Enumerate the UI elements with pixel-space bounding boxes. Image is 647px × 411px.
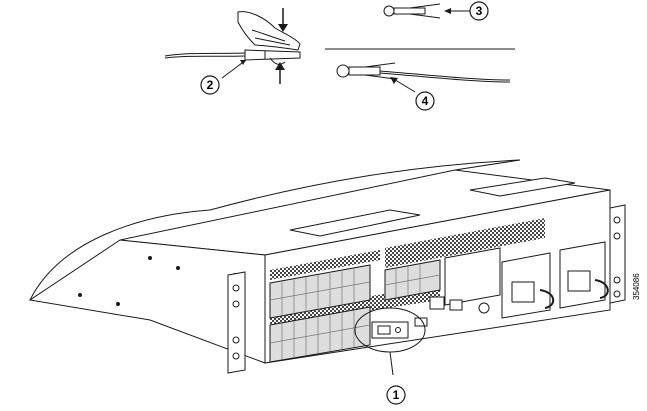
callout-3-label: 3 <box>476 4 483 18</box>
callout-3: 3 <box>469 1 489 21</box>
callout-2: 2 <box>200 75 220 95</box>
figure-id: 354086 <box>632 273 641 300</box>
clip-open-illustration <box>383 3 470 19</box>
callout-2-label: 2 <box>207 78 214 92</box>
callout-1-label: 1 <box>393 388 400 402</box>
callout-4-label: 4 <box>422 94 429 108</box>
clip-cable-illustration <box>336 62 511 93</box>
hand-pinch-illustration <box>164 8 301 84</box>
callout-4: 4 <box>415 91 435 111</box>
chassis-illustration <box>28 159 626 376</box>
callout-1: 1 <box>386 385 406 405</box>
